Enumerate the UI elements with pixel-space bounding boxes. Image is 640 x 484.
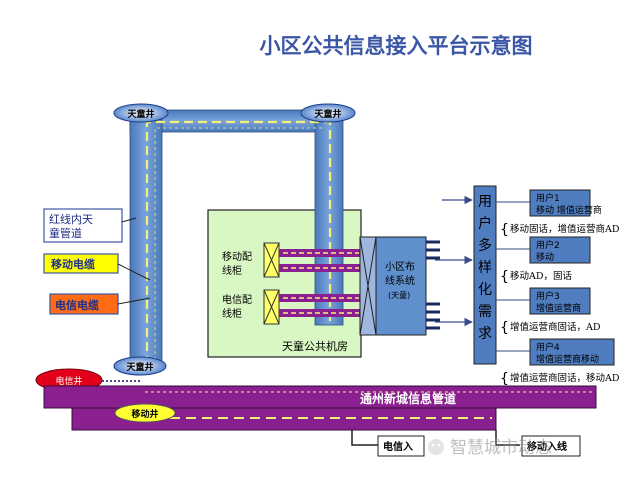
user-desc: 增值运营商移动 [536, 353, 599, 365]
note-brace: { [500, 371, 509, 387]
telecom-cabinet-label-1: 电信配 [222, 293, 252, 306]
mobile-in-label: 移动入线 [527, 440, 567, 453]
watermark-text: 智慧城市动态 [450, 438, 552, 458]
note-brace: { [500, 320, 509, 336]
user-title: 用户4 [536, 341, 560, 353]
user-desc: 移动 [536, 251, 554, 263]
user-note: 增值运营商固话，移动AD [510, 372, 620, 384]
user-title: 用户3 [536, 290, 560, 302]
user-desc: 增值运营商 [536, 302, 581, 314]
mobile-in-line [495, 430, 520, 446]
user-note: 移动固话，增值运营商AD [510, 223, 620, 235]
manhole-bl-label: 天童井 [126, 361, 153, 373]
telecom-in-box [377, 435, 425, 457]
mobile-cabinet-label-2: 线柜 [222, 264, 242, 277]
manhole-tl [113, 103, 169, 123]
user-box [529, 236, 591, 264]
mobile-cabinet-x2 [263, 242, 280, 278]
page-title: 小区公共信息接入平台示意图 [260, 34, 533, 58]
pipeline-label: 通州新城信息管道 [360, 391, 456, 406]
demand-char: 样 [478, 260, 492, 276]
demand-char: 户 [478, 215, 492, 232]
mobile-in-box [521, 435, 581, 457]
cabling-fanout [426, 240, 440, 330]
cabling-label-2: 线系统 [385, 274, 415, 287]
demand-char: 用 [478, 194, 492, 210]
demand-char: 多 [478, 237, 492, 254]
cabling-label-1: 小区布 [385, 261, 415, 273]
mobile-cable-pointer [117, 263, 151, 281]
mobile-cable-label: 移动电缆 [51, 257, 95, 271]
telecom-cabinet-label-2: 线柜 [222, 307, 242, 320]
watermark: 智慧城市动态 [428, 438, 552, 458]
red-line-box [43, 208, 123, 243]
cable-dash-path [145, 120, 332, 365]
cabling-label-sub: (天童) [388, 290, 410, 300]
demand-char: 求 [478, 326, 492, 342]
wechat-icon [428, 439, 444, 455]
cable-dash-inner [154, 127, 324, 360]
telecom-cable-pointer [117, 297, 151, 305]
mobile-cable-box [43, 253, 119, 274]
demand-box [473, 185, 497, 365]
manhole-tr [300, 103, 356, 123]
manhole-bl [113, 356, 167, 376]
telecom-in-label: 电信入 [383, 440, 413, 453]
cabling-x2 [359, 236, 377, 336]
user-title: 用户2 [536, 239, 560, 251]
mobile-well-label: 移动井 [131, 408, 158, 420]
user-box [529, 338, 615, 366]
user-note: 移动AD，固话 [510, 270, 572, 282]
telecom-well-label: 电信井 [55, 375, 82, 387]
tongzhou-pipeline [43, 385, 597, 409]
user-box [529, 287, 591, 315]
red-line-pointer [121, 217, 137, 223]
mobile-cabinet-label-1: 移动配 [222, 250, 252, 263]
demand-char: 需 [478, 304, 492, 320]
telecom-cabinet-x2 [263, 289, 280, 325]
manhole-tr-label: 天童井 [314, 108, 341, 120]
user-desc: 移动 增值运营商 [536, 204, 602, 216]
user-title: 用户1 [536, 192, 560, 204]
red-line-label-1: 红线内天 [49, 212, 93, 226]
user-note: 增值运营商固话，AD [510, 321, 601, 333]
room-name: 天童公共机房 [282, 339, 348, 353]
user-box [529, 189, 591, 217]
telecom-cable-label: 电信电缆 [55, 298, 99, 312]
manhole-tl-label: 天童井 [127, 108, 154, 120]
note-brace: { [500, 222, 509, 238]
demand-char: 化 [478, 282, 492, 298]
telecom-in-line [351, 430, 378, 446]
note-brace: { [500, 269, 509, 285]
red-line-label-2: 童管道 [49, 226, 82, 240]
mobile-well [114, 403, 176, 423]
